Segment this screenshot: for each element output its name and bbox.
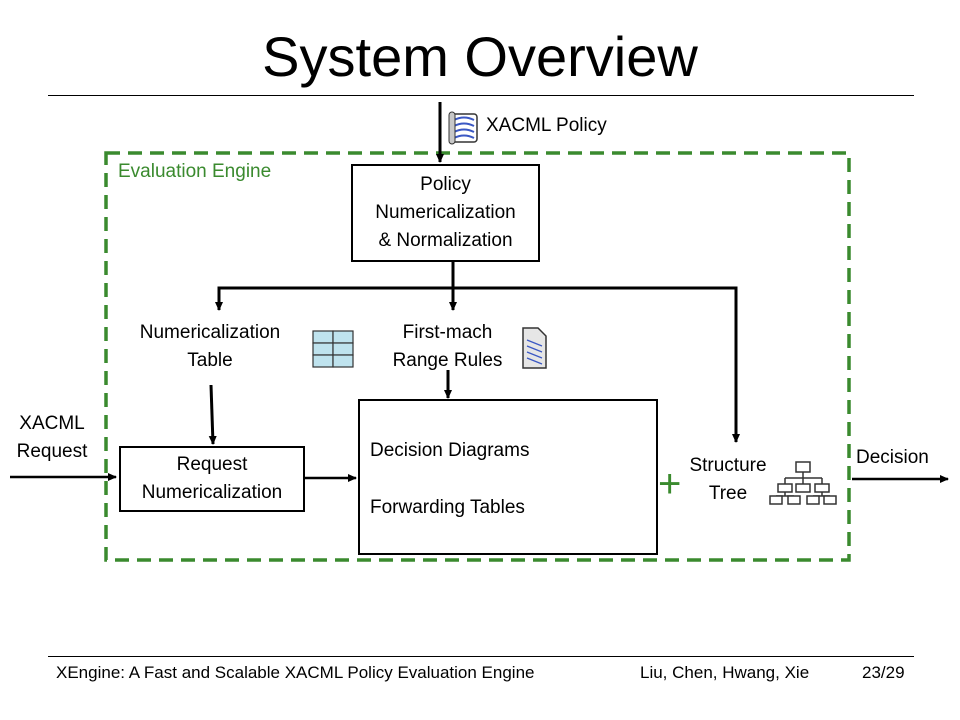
table-grid-icon	[312, 330, 354, 368]
numericalization-table-line-2: Table	[187, 350, 233, 371]
structure-tree-label: Structure Tree	[672, 452, 784, 508]
policy-box-line-1: Policy	[420, 174, 471, 195]
decision-diagrams-label: Decision Diagrams	[370, 440, 530, 461]
xacml-request-line-2: Request	[16, 441, 88, 462]
slide-title: System Overview	[262, 25, 698, 88]
forwarding-tables-label: Forwarding Tables	[370, 497, 525, 518]
xacml-request-label: XACML Request	[4, 410, 100, 466]
request-box-line-2: Numericalization	[141, 482, 283, 503]
numericalization-table-label: Numericalization Table	[110, 319, 310, 375]
plus-sign: +	[658, 462, 682, 506]
footer-divider	[48, 656, 914, 657]
structure-tree-icon	[769, 461, 837, 505]
decision-label: Decision	[856, 447, 929, 468]
decision-structures-box	[358, 399, 658, 555]
policy-box-line-2: Numericalization	[375, 202, 516, 223]
xacml-policy-label: XACML Policy	[486, 115, 607, 136]
branch-to-table-arrow	[215, 286, 453, 311]
title-divider	[48, 95, 914, 96]
evaluation-engine-label: Evaluation Engine	[118, 161, 272, 182]
request-numericalization-box: Request Numericalization	[119, 446, 305, 512]
first-match-rules-line-1: First-mach	[402, 322, 493, 343]
footer-paper-title: XEngine: A Fast and Scalable XACML Polic…	[56, 663, 535, 682]
structure-tree-line-2: Tree	[708, 483, 748, 504]
policy-box-line-3: & Normalization	[378, 230, 513, 251]
first-match-rules-line-2: Range Rules	[392, 350, 503, 371]
numericalization-table-line-1: Numericalization	[139, 322, 281, 343]
evaluation-engine-boundary	[104, 151, 851, 562]
footer-authors: Liu, Chen, Hwang, Xie	[640, 663, 810, 682]
structure-tree-line-1: Structure	[689, 455, 767, 476]
policy-scroll-icon	[448, 111, 478, 145]
document-icon	[522, 327, 547, 369]
request-box-line-1: Request	[176, 454, 248, 475]
branch-to-tree-arrow	[453, 286, 740, 443]
table-to-request-arrow	[208, 384, 217, 445]
first-match-rules-label: First-mach Range Rules	[370, 319, 525, 375]
xacml-request-line-1: XACML	[19, 413, 85, 434]
page-number: 23/29	[862, 663, 905, 682]
policy-normalization-box: Policy Numericalization & Normalization	[351, 164, 540, 262]
